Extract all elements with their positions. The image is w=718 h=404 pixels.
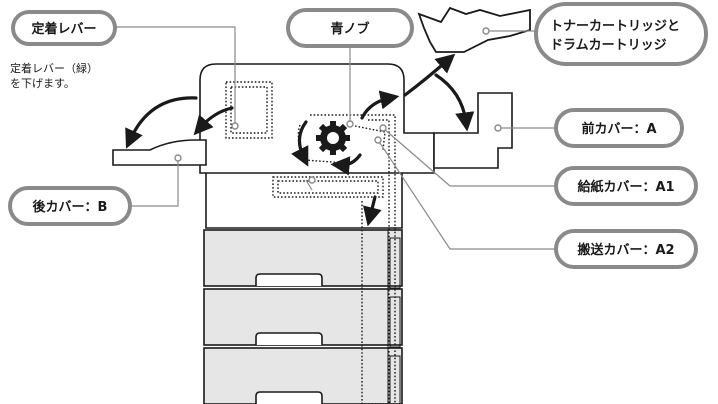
- movement-arrows: [125, 53, 475, 227]
- label-green-knob-text: 青ノブ: [330, 21, 369, 37]
- cartridge-shape: [417, 6, 531, 53]
- label-fixing-lever-text: 定着レバー: [30, 21, 96, 37]
- printer-body: [112, 63, 513, 229]
- leader-dots: [174, 27, 502, 184]
- label-front-cover: 前カバー：A: [554, 108, 684, 148]
- label-green-knob: 青ノブ: [286, 8, 414, 48]
- label-transport-cover-text: 搬送カバー：A2: [577, 242, 674, 258]
- fixing-lever-region: [225, 81, 273, 139]
- label-cartridge: トナーカートリッジと ドラムカートリッジ: [534, 2, 708, 66]
- label-cartridge-line2-text: ドラムカートリッジ: [550, 38, 667, 53]
- leader-lines: [115, 26, 556, 250]
- label-transport-cover: 搬送カバー：A2: [554, 229, 698, 269]
- label-feed-cover: 給紙カバー：A1: [554, 166, 698, 206]
- note-line1: 定着レバー（緑）: [10, 61, 98, 75]
- label-cartridge-line1-text: トナーカートリッジと: [550, 19, 680, 34]
- paper-drawers: [203, 229, 403, 404]
- label-rear-cover-text: 後カバー：B: [33, 199, 108, 215]
- label-fixing-lever: 定着レバー: [11, 10, 117, 46]
- label-feed-cover-text: 給紙カバー：A1: [577, 179, 674, 195]
- green-knob-gear-icon[interactable]: [316, 121, 350, 155]
- note-line2: を下げます。: [10, 77, 75, 90]
- label-front-cover-text: 前カバー：A: [581, 121, 656, 137]
- transport-region: [272, 176, 384, 198]
- front-cover-a[interactable]: [433, 92, 513, 169]
- label-rear-cover: 後カバー：B: [8, 186, 132, 226]
- rear-cover-b[interactable]: [112, 139, 207, 166]
